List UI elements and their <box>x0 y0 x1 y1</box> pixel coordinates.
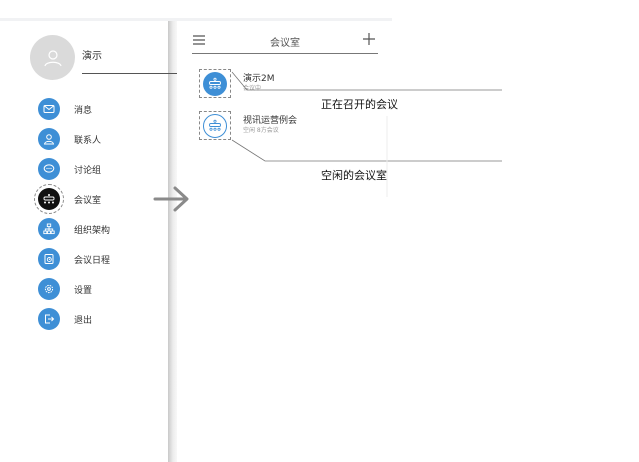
org-chart-icon <box>38 218 60 240</box>
meeting-room-icon <box>203 71 227 96</box>
add-icon[interactable] <box>362 32 376 46</box>
logout-icon <box>38 308 60 330</box>
annotation-idle-room: 空闲的会议室 <box>321 169 387 182</box>
gear-icon <box>38 278 60 300</box>
menu-label: 组织架构 <box>74 226 111 236</box>
room-name: 视讯运营例会 <box>243 116 298 126</box>
room-status: 空闲 8方会议 <box>243 127 279 134</box>
header-divider <box>192 53 378 54</box>
room-name: 演示2M <box>243 74 275 84</box>
avatar[interactable] <box>30 35 75 80</box>
menu-item-messages[interactable]: 消息 <box>38 98 92 120</box>
user-divider <box>82 73 177 74</box>
menu-label: 退出 <box>74 316 93 326</box>
panel-header: 会议室 <box>192 30 378 54</box>
chat-icon <box>38 158 60 180</box>
page-title: 会议室 <box>270 38 300 49</box>
annotation-in-meeting: 正在召开的会议 <box>321 98 398 111</box>
top-strip <box>0 18 392 21</box>
mail-icon <box>38 98 60 120</box>
menu-label: 会议室 <box>74 196 102 206</box>
drawer-shadow <box>168 21 177 462</box>
menu-label: 会议日程 <box>74 256 111 266</box>
meeting-room-icon <box>34 184 64 214</box>
contact-icon <box>38 128 60 150</box>
room-icon-frame <box>199 111 231 140</box>
menu-item-contacts[interactable]: 联系人 <box>38 128 101 150</box>
menu-item-logout[interactable]: 退出 <box>38 308 92 330</box>
menu-icon[interactable] <box>192 34 206 46</box>
menu-item-org-chart[interactable]: 组织架构 <box>38 218 110 240</box>
menu-label: 设置 <box>74 286 93 296</box>
room-status: 会议中 <box>243 85 262 92</box>
menu-label: 联系人 <box>74 136 102 146</box>
room-item[interactable]: 视讯运营例会 空闲 8方会议 <box>199 111 309 141</box>
user-name: 演示 <box>82 51 102 62</box>
calendar-icon <box>38 248 60 270</box>
menu-label: 消息 <box>74 106 93 116</box>
menu-item-settings[interactable]: 设置 <box>38 278 92 300</box>
person-icon <box>43 49 62 66</box>
navigation-drawer <box>0 21 168 462</box>
menu-item-discussion-groups[interactable]: 讨论组 <box>38 158 101 180</box>
arrow-right-icon <box>153 186 189 212</box>
room-item[interactable]: 演示2M 会议中 <box>199 69 299 99</box>
meeting-room-icon <box>203 113 227 138</box>
room-icon-frame <box>199 69 231 98</box>
menu-item-meeting-schedule[interactable]: 会议日程 <box>38 248 110 270</box>
menu-item-meeting-room[interactable]: 会议室 <box>34 184 101 214</box>
menu-label: 讨论组 <box>74 166 102 176</box>
